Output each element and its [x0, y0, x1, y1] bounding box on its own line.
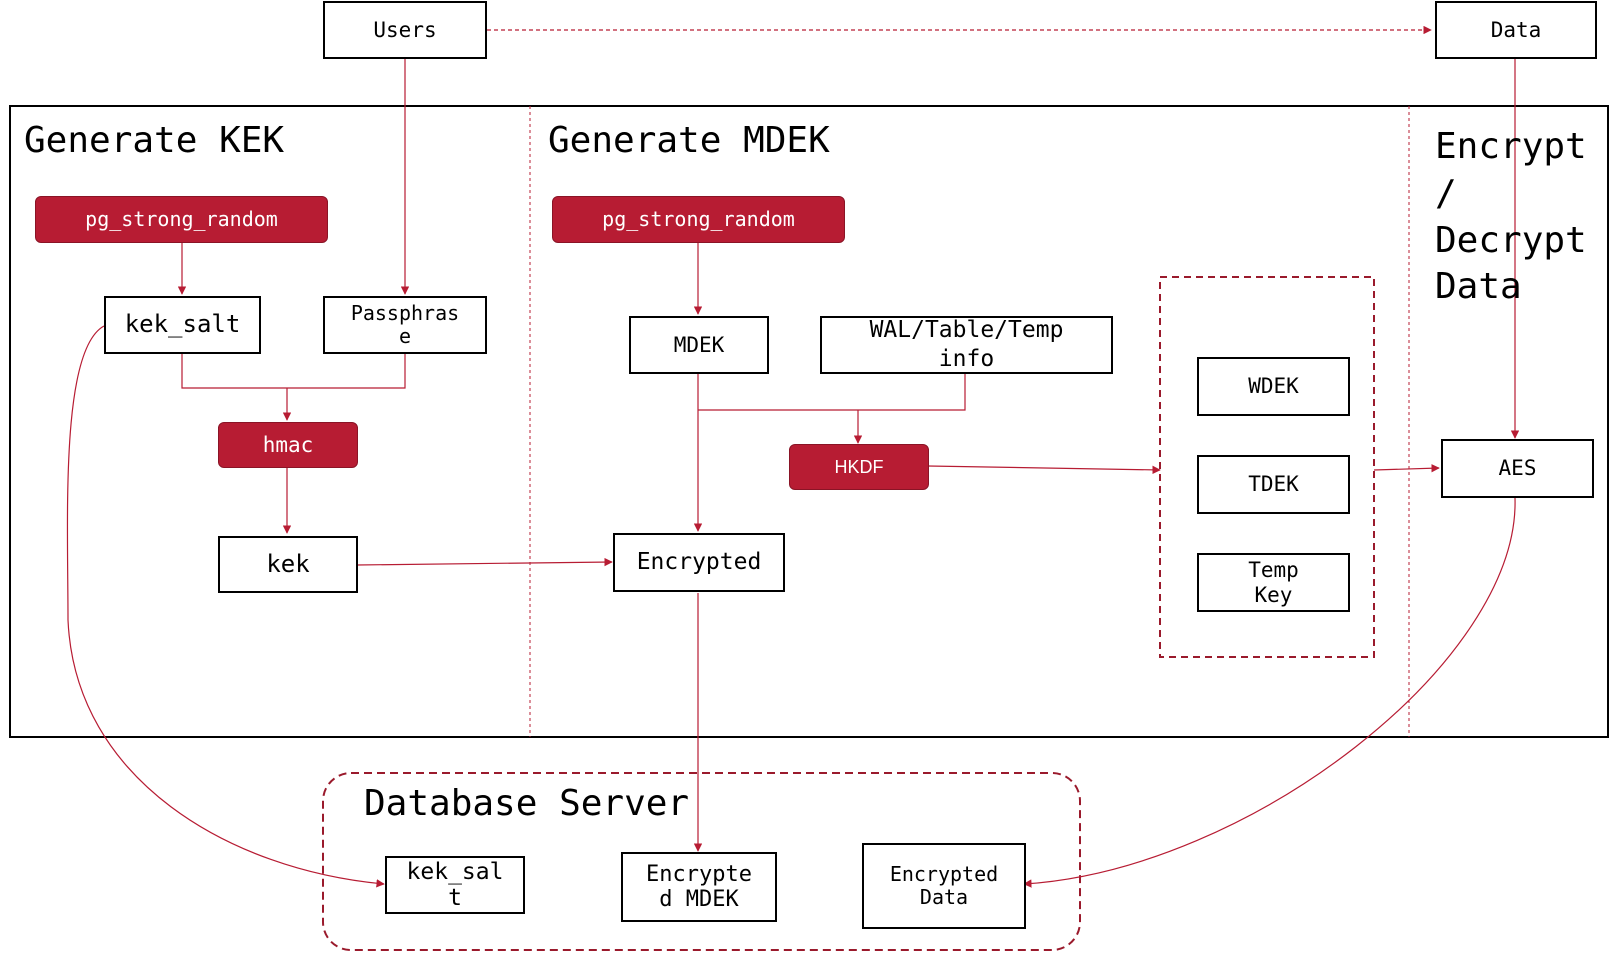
kek-salt-node: kek_salt [104, 296, 261, 354]
arrow-salt-passphrase-to-hmac [181, 354, 406, 420]
mdek-node: MDEK [629, 316, 769, 374]
tdek-node: TDEK [1197, 455, 1350, 514]
db-encrypted-data-node: Encrypted Data [862, 843, 1026, 929]
temp-key-node: Temp Key [1197, 553, 1350, 612]
main-panel [9, 105, 1609, 738]
arrow-mdek-wal-to-hkdf [698, 374, 966, 443]
arrow-hkdf-to-keys [927, 465, 1161, 475]
arrow-keys-to-aes [1373, 464, 1440, 473]
mdek-pg-strong-random-node: pg_strong_random [552, 196, 845, 243]
wal-table-temp-info-node: WAL/Table/Temp info [820, 316, 1113, 374]
db-encrypted-mdek-node: Encrypte d MDEK [621, 852, 777, 922]
passphrase-node: Passphras e [323, 296, 487, 354]
arrow-salt-to-db [66, 325, 385, 888]
hmac-node: hmac [218, 422, 358, 468]
section-title-generate-kek: Generate KEK [24, 120, 285, 161]
data-node: Data [1435, 1, 1597, 59]
arrow-aes-to-db [1023, 497, 1516, 888]
arrow-kek-to-encrypted [356, 557, 613, 567]
kek-pg-strong-random-node: pg_strong_random [35, 196, 328, 243]
hkdf-node: HKDF [789, 444, 929, 490]
wdek-node: WDEK [1197, 357, 1350, 416]
section-title-generate-mdek: Generate MDEK [548, 120, 830, 161]
kek-node: kek [218, 536, 358, 593]
section-title-database-server: Database Server [364, 783, 690, 824]
section-title-encrypt-decrypt: Encrypt / Decrypt Data [1435, 126, 1587, 308]
users-node: Users [323, 1, 487, 59]
aes-node: AES [1441, 439, 1594, 498]
encrypted-node: Encrypted [613, 533, 785, 592]
db-kek-salt-node: kek_sal t [385, 856, 525, 914]
